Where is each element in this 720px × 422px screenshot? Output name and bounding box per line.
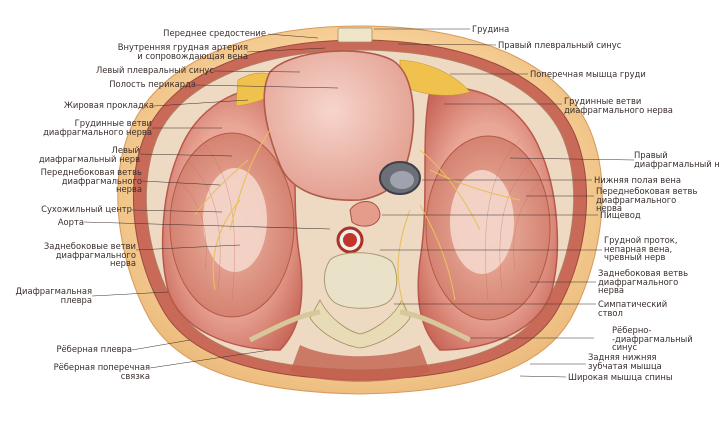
label-esophagus: Пищевод: [600, 210, 641, 220]
label-right-phrenic-nerve: Правый диафрагмальный нерв: [634, 150, 720, 169]
fat-pad-right: [399, 59, 471, 96]
label-anterior-mediastinum: Переднее средостение: [163, 28, 266, 38]
back-muscles: [290, 345, 430, 382]
label-left-phrenic-nerve: Левый диафрагмальный нерв: [38, 145, 140, 164]
leader-lines: [83, 28, 635, 378]
label-diaphragmatic-pleura: Диафрагмальная плевра: [15, 286, 92, 305]
diaphragm-fibres: [177, 139, 543, 301]
label-posterolateral-branch-right: Заднебоковая ветвь диафрагмального нерва: [598, 268, 688, 296]
label-costotransverse-ligament: Рёберная поперечная связка: [53, 362, 150, 381]
rib-right: [399, 309, 472, 343]
label-costodiaphragmatic-recess: Рёберно- -диафрагмальный синус: [612, 325, 693, 353]
label-serratus-posterior-inferior: Задняя нижняя зубчатая мышца: [588, 352, 662, 371]
left-central-tendon: [203, 168, 267, 272]
label-sternum: Грудина: [472, 24, 510, 34]
label-sympathetic-trunk: Симпатический ствол: [598, 299, 668, 318]
label-transversus-thoracis: Поперечная мышца груди: [530, 69, 646, 79]
label-internal-thoracic-artery: Внутренняя грудная артерия и сопровождаю…: [117, 42, 248, 61]
label-posterolateral-branches-left: Заднебоковые ветви диафрагмального нерва: [43, 241, 136, 269]
label-central-tendon: Сухожильный центр: [41, 204, 132, 214]
esophagus: [349, 201, 381, 227]
vertebral-body: [324, 252, 398, 309]
label-thoracic-duct: Грудной проток, непарная вена, чревный н…: [604, 235, 678, 263]
label-sternal-branches-left: Грудинные ветви диафрагмального нерва: [43, 118, 152, 137]
label-costal-pleura: Рёберная плевра: [56, 344, 132, 354]
label-pericardial-cavity: Полость перикарда: [109, 79, 196, 89]
label-inferior-vena-cava: Нижняя полая вена: [594, 175, 681, 185]
phrenic-nerves: [194, 129, 521, 311]
label-aorta: Аорта: [57, 217, 84, 227]
vertebral-arch: [309, 299, 411, 349]
label-anterolateral-branch-left: Переднебоковая ветвь диафрагмального нер…: [40, 167, 142, 195]
right-central-tendon: [450, 170, 514, 274]
label-fat-pad: Жировая прокладка: [63, 100, 154, 110]
label-anterolateral-branch-right: Переднебоковая ветвь диафрагмального нер…: [596, 186, 698, 214]
label-left-pleural-sinus: Левый плевральный синус: [95, 65, 214, 75]
label-latissimus-dorsi: Широкая мышца спины: [568, 372, 673, 382]
label-sternal-branches-right: Грудинные ветви диафрагмального нерва: [564, 96, 673, 115]
label-right-pleural-sinus: Правый плевральный синус: [498, 40, 622, 50]
rib-left: [248, 309, 321, 343]
sternum: [337, 27, 373, 43]
